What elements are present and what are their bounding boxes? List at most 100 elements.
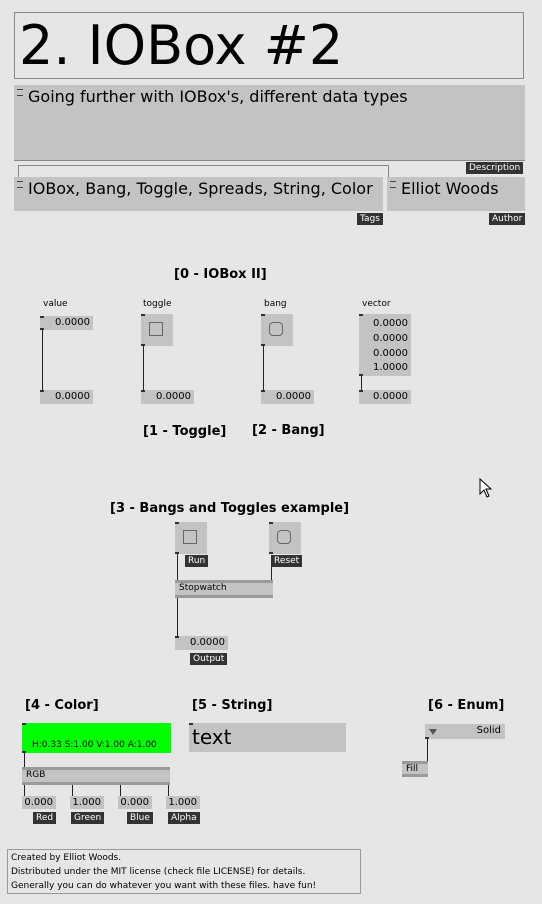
bang-value-iobox[interactable]: 0.0000 bbox=[261, 390, 314, 404]
toggle-value-iobox[interactable]: 0.0000 bbox=[141, 390, 194, 404]
link-line bbox=[18, 165, 388, 166]
input-pin[interactable] bbox=[175, 522, 179, 524]
output-pin[interactable] bbox=[175, 552, 179, 554]
blue-tag: Blue bbox=[127, 812, 153, 824]
link-line bbox=[168, 785, 169, 796]
blue-iobox[interactable]: 0.000 bbox=[118, 796, 152, 809]
reset-tag: Reset bbox=[271, 555, 303, 567]
link-line bbox=[143, 346, 144, 390]
input-pin[interactable] bbox=[261, 314, 265, 316]
input-pin[interactable] bbox=[141, 314, 145, 316]
grip-icon bbox=[17, 89, 23, 96]
run-tag: Run bbox=[185, 555, 209, 567]
section-3-heading: [3 - Bangs and Toggles example] bbox=[110, 501, 350, 516]
link-line bbox=[361, 376, 362, 390]
value-label: value bbox=[43, 299, 68, 309]
toggle-square-icon bbox=[149, 322, 163, 336]
string-value: text bbox=[192, 725, 232, 749]
footer-line: Created by Elliot Woods. bbox=[11, 853, 122, 863]
output-pin[interactable] bbox=[425, 737, 429, 739]
link-line bbox=[177, 598, 178, 636]
alpha-iobox[interactable]: 1.000 bbox=[166, 796, 200, 809]
value-iobox-bottom[interactable]: 0.0000 bbox=[40, 390, 93, 404]
tags-text: IOBox, Bang, Toggle, Spreads, String, Co… bbox=[28, 179, 373, 198]
link-line bbox=[177, 554, 178, 580]
fill-node[interactable]: Fill bbox=[402, 761, 428, 777]
vector-value: 0.0000 bbox=[373, 348, 408, 359]
red-tag: Red bbox=[33, 812, 57, 824]
green-iobox[interactable]: 1.000 bbox=[70, 796, 104, 809]
title-box[interactable]: 2. IOBox #2 bbox=[14, 12, 524, 79]
input-pin[interactable] bbox=[261, 390, 265, 392]
output-pin[interactable] bbox=[22, 751, 26, 753]
vector-value: 0.0000 bbox=[373, 333, 408, 344]
output-iobox[interactable]: 0.0000 bbox=[175, 636, 228, 650]
tags-box[interactable]: IOBox, Bang, Toggle, Spreads, String, Co… bbox=[14, 177, 383, 211]
bang-label: bang bbox=[264, 299, 287, 309]
link-line bbox=[271, 567, 272, 580]
footer-line: Generally you can do whatever you want w… bbox=[11, 881, 317, 891]
rgb-node[interactable]: RGB bbox=[22, 767, 170, 785]
toggle-label: toggle bbox=[143, 299, 172, 309]
output-pin[interactable] bbox=[261, 344, 265, 346]
link-line bbox=[427, 739, 428, 761]
description-underline bbox=[14, 160, 525, 161]
input-pin[interactable] bbox=[40, 316, 44, 318]
link-line bbox=[72, 785, 73, 796]
reset-bang-button[interactable] bbox=[269, 522, 301, 554]
link-line bbox=[42, 330, 43, 390]
input-pin[interactable] bbox=[141, 390, 145, 392]
author-box[interactable]: Elliot Woods bbox=[387, 177, 525, 211]
color-iobox[interactable]: H:0.33 S:1.00 V:1.00 A:1.00 bbox=[22, 723, 171, 753]
output-pin[interactable] bbox=[141, 344, 145, 346]
input-pin[interactable] bbox=[359, 314, 363, 316]
link-line bbox=[18, 165, 19, 177]
grip-icon bbox=[390, 181, 396, 188]
section-6-heading: [6 - Enum] bbox=[428, 698, 505, 713]
output-pin[interactable] bbox=[359, 374, 363, 376]
value-iobox-top[interactable]: 0.0000 bbox=[40, 316, 93, 330]
color-hsva-text: H:0.33 S:1.00 V:1.00 A:1.00 bbox=[32, 740, 157, 750]
section-0-heading: [0 - IOBox II] bbox=[174, 267, 267, 282]
toggle-square-icon bbox=[183, 530, 197, 544]
enum-value: Solid bbox=[476, 725, 501, 736]
description-text: Going further with IOBox's, different da… bbox=[28, 87, 408, 106]
string-iobox[interactable]: text bbox=[189, 723, 346, 752]
red-iobox[interactable]: 0.000 bbox=[22, 796, 56, 809]
footer-line: Distributed under the MIT license (check… bbox=[11, 867, 306, 877]
vector-value: 1.0000 bbox=[373, 362, 408, 373]
section-5-heading: [5 - String] bbox=[192, 698, 273, 713]
output-tag: Output bbox=[190, 653, 228, 665]
input-pin[interactable] bbox=[40, 390, 44, 392]
input-pin[interactable] bbox=[175, 636, 179, 638]
input-pin[interactable] bbox=[22, 723, 26, 725]
author-tag: Author bbox=[489, 213, 526, 225]
input-pin[interactable] bbox=[359, 390, 363, 392]
green-tag: Green bbox=[71, 812, 105, 824]
tags-tag: Tags bbox=[357, 213, 383, 225]
run-toggle-button[interactable] bbox=[175, 522, 207, 554]
vector-iobox[interactable]: 0.0000 0.0000 0.0000 1.0000 bbox=[359, 314, 411, 376]
input-pin[interactable] bbox=[269, 522, 273, 524]
alpha-tag: Alpha bbox=[168, 812, 200, 824]
vector-bottom-iobox[interactable]: 0.0000 bbox=[359, 390, 411, 404]
bang-round-icon bbox=[269, 322, 283, 336]
input-pin[interactable] bbox=[189, 723, 193, 725]
vector-label: vector bbox=[362, 299, 391, 309]
link-line bbox=[263, 346, 264, 390]
output-pin[interactable] bbox=[269, 552, 273, 554]
section-2-heading: [2 - Bang] bbox=[252, 423, 325, 438]
section-4-heading: [4 - Color] bbox=[25, 698, 99, 713]
link-line bbox=[120, 785, 121, 796]
enum-iobox[interactable]: Solid bbox=[425, 724, 505, 739]
author-text: Elliot Woods bbox=[401, 179, 499, 198]
grip-icon bbox=[17, 181, 23, 188]
output-pin[interactable] bbox=[40, 328, 44, 330]
stopwatch-node[interactable]: Stopwatch bbox=[175, 580, 273, 598]
section-1-heading: [1 - Toggle] bbox=[143, 424, 227, 439]
toggle-button[interactable] bbox=[141, 314, 173, 346]
description-box[interactable]: Going further with IOBox's, different da… bbox=[14, 85, 525, 160]
footer-comment: Created by Elliot Woods. Distributed und… bbox=[7, 849, 361, 894]
link-line bbox=[24, 785, 25, 796]
bang-button[interactable] bbox=[261, 314, 293, 346]
